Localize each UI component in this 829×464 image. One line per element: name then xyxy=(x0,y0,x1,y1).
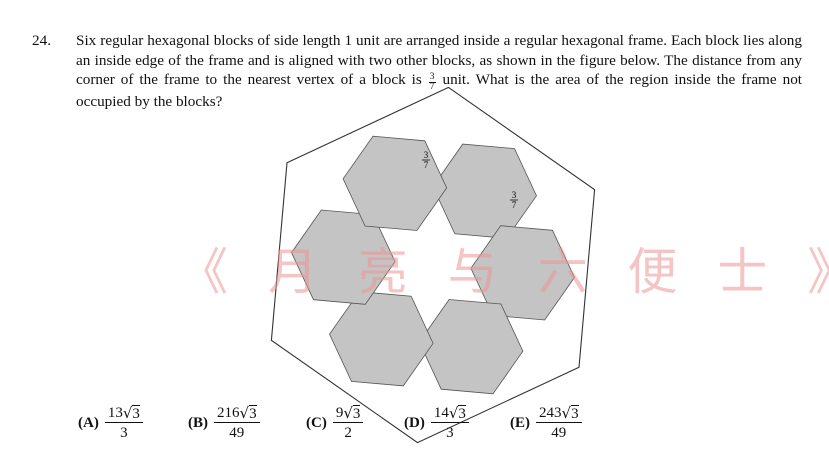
choice-e-coefficient: 243 xyxy=(539,405,562,421)
choice-c-label: (C) xyxy=(306,414,327,431)
answer-choices: (A) 13√3 3 (B) 216√3 49 (C) 9√3 2 (D) 14… xyxy=(78,404,698,454)
choice-d[interactable]: (D) 14√3 3 xyxy=(404,404,469,442)
choice-e-denominator: 49 xyxy=(551,425,567,441)
problem-number: 24. xyxy=(32,32,51,49)
problem-question: What is the area of the region inside th… xyxy=(76,71,803,110)
choice-e-label: (E) xyxy=(510,414,530,431)
problem-text-unit: unit. xyxy=(442,71,470,88)
choice-a-label: (A) xyxy=(78,414,99,431)
distance-label-top-num: 3 xyxy=(424,150,429,160)
choice-a-denominator: 3 xyxy=(120,425,128,441)
choice-d-coefficient: 14 xyxy=(433,405,449,421)
choice-e-numerator: 243√3 xyxy=(536,404,582,423)
choice-b-label: (B) xyxy=(188,414,208,431)
watermark-text: 《 月 亮 与 六 便 士 》 xyxy=(178,243,829,301)
distance-label-right: 3 7 xyxy=(510,190,518,210)
sqrt-symbol: √3 xyxy=(239,404,257,422)
choice-d-label: (D) xyxy=(404,414,425,431)
choice-d-fraction: 14√3 3 xyxy=(430,404,469,442)
choice-a-radicand: 3 xyxy=(132,405,140,422)
sqrt-symbol: √3 xyxy=(448,404,466,422)
distance-label-top-den: 7 xyxy=(424,160,429,170)
choice-e-radicand: 3 xyxy=(571,405,579,422)
choice-d-numerator: 14√3 xyxy=(430,404,469,423)
choice-e[interactable]: (E) 243√3 49 xyxy=(510,404,582,442)
choice-c[interactable]: (C) 9√3 2 xyxy=(306,404,364,442)
problem-text-main: Six regular hexagonal blocks of side len… xyxy=(76,32,802,88)
choice-b-coefficient: 216 xyxy=(217,405,240,421)
distance-label-top: 3 7 xyxy=(422,150,430,170)
hexagonal-block xyxy=(470,225,575,321)
choice-c-numerator: 9√3 xyxy=(332,404,364,423)
choice-a-coefficient: 13 xyxy=(107,405,123,421)
choice-b-numerator: 216√3 xyxy=(214,404,260,423)
choice-a[interactable]: (A) 13√3 3 xyxy=(78,404,143,442)
choice-c-fraction: 9√3 2 xyxy=(332,404,364,442)
sqrt-symbol: √3 xyxy=(343,404,361,422)
choice-c-coefficient: 9 xyxy=(335,405,344,421)
sqrt-symbol: √3 xyxy=(561,404,579,422)
hexagonal-block xyxy=(342,135,448,231)
choice-d-radicand: 3 xyxy=(458,405,466,422)
choice-e-fraction: 243√3 49 xyxy=(536,404,582,442)
problem-statement: 24. Six regular hexagonal blocks of side… xyxy=(32,31,802,112)
choice-a-fraction: 13√3 3 xyxy=(104,404,143,442)
inline-fraction-denominator: 7 xyxy=(429,82,435,92)
distance-label-right-num: 3 xyxy=(512,190,517,200)
choice-b[interactable]: (B) 216√3 49 xyxy=(188,404,260,442)
choice-b-radicand: 3 xyxy=(249,405,257,422)
hexagonal-block xyxy=(432,143,537,239)
hexagonal-block xyxy=(329,291,434,387)
distance-label-right-den: 7 xyxy=(512,200,517,210)
choice-d-denominator: 3 xyxy=(446,425,454,441)
hexagonal-frame xyxy=(270,86,596,444)
choice-b-fraction: 216√3 49 xyxy=(214,404,260,442)
choice-c-radicand: 3 xyxy=(352,405,361,422)
inline-fraction-numerator: 3 xyxy=(428,72,436,83)
hexagonal-blocks xyxy=(291,135,575,395)
choice-c-denominator: 2 xyxy=(344,425,352,441)
choice-a-numerator: 13√3 xyxy=(104,404,143,423)
choice-b-denominator: 49 xyxy=(229,425,245,441)
problem-text: Six regular hexagonal blocks of side len… xyxy=(76,31,802,112)
sqrt-symbol: √3 xyxy=(122,404,140,422)
